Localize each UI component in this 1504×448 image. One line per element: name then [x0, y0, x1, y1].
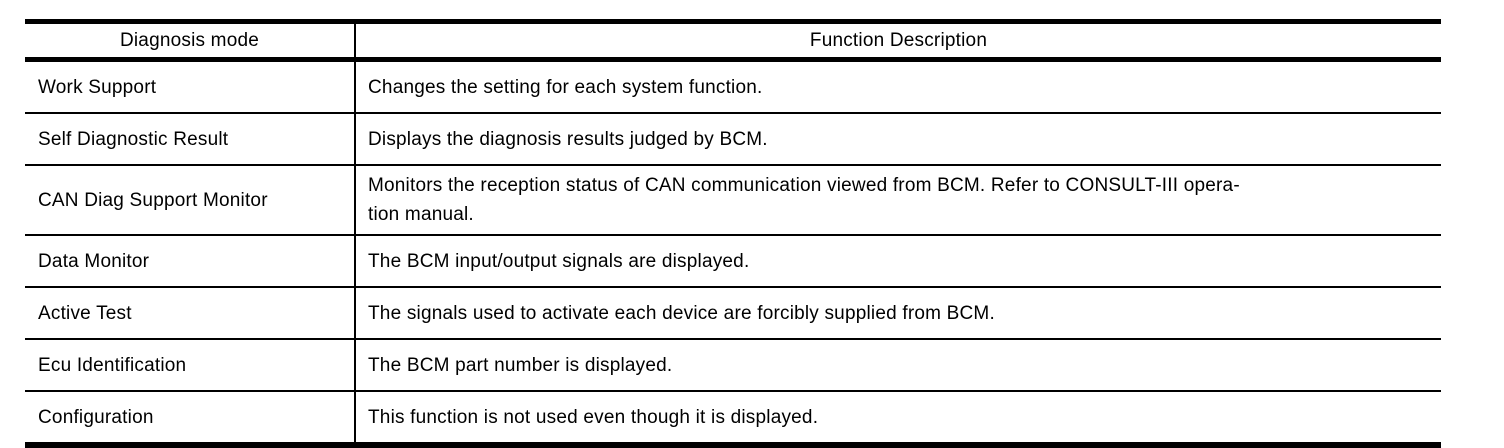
function-description-cell: Monitors the reception status of CAN com… — [354, 164, 1441, 235]
function-description-cell: This function is not used even though it… — [354, 390, 1441, 445]
column-header-diagnosis-mode: Diagnosis mode — [25, 21, 355, 62]
table-row: Ecu Identification The BCM part number i… — [25, 338, 1441, 391]
diagnosis-mode-cell: Configuration — [25, 390, 355, 445]
function-description-cell: Changes the setting for each system func… — [354, 58, 1441, 113]
function-description-cell: The signals used to activate each device… — [354, 286, 1441, 339]
diagnosis-mode-cell: Self Diagnostic Result — [25, 112, 355, 165]
header-row: Diagnosis mode Function Description — [25, 21, 1441, 62]
diagnosis-mode-cell: Work Support — [25, 58, 355, 113]
table-row: Configuration This function is not used … — [25, 390, 1441, 445]
table-row: Data Monitor The BCM input/output signal… — [25, 234, 1441, 287]
diagnosis-mode-cell: Data Monitor — [25, 234, 355, 287]
table-row: CAN Diag Support Monitor Monitors the re… — [25, 164, 1441, 235]
function-description-cell: Displays the diagnosis results judged by… — [354, 112, 1441, 165]
table-row: Active Test The signals used to activate… — [25, 286, 1441, 339]
table-row: Self Diagnostic Result Displays the diag… — [25, 112, 1441, 165]
function-description-cell: The BCM input/output signals are display… — [354, 234, 1441, 287]
diagnosis-function-table: Diagnosis mode Function Description Work… — [25, 19, 1441, 448]
table-row: Work Support Changes the setting for eac… — [25, 58, 1441, 113]
column-header-function-description: Function Description — [354, 21, 1441, 62]
diagnosis-mode-cell: Active Test — [25, 286, 355, 339]
diagnosis-mode-cell: CAN Diag Support Monitor — [25, 164, 355, 235]
diagnosis-mode-cell: Ecu Identification — [25, 338, 355, 391]
function-description-cell: The BCM part number is displayed. — [354, 338, 1441, 391]
